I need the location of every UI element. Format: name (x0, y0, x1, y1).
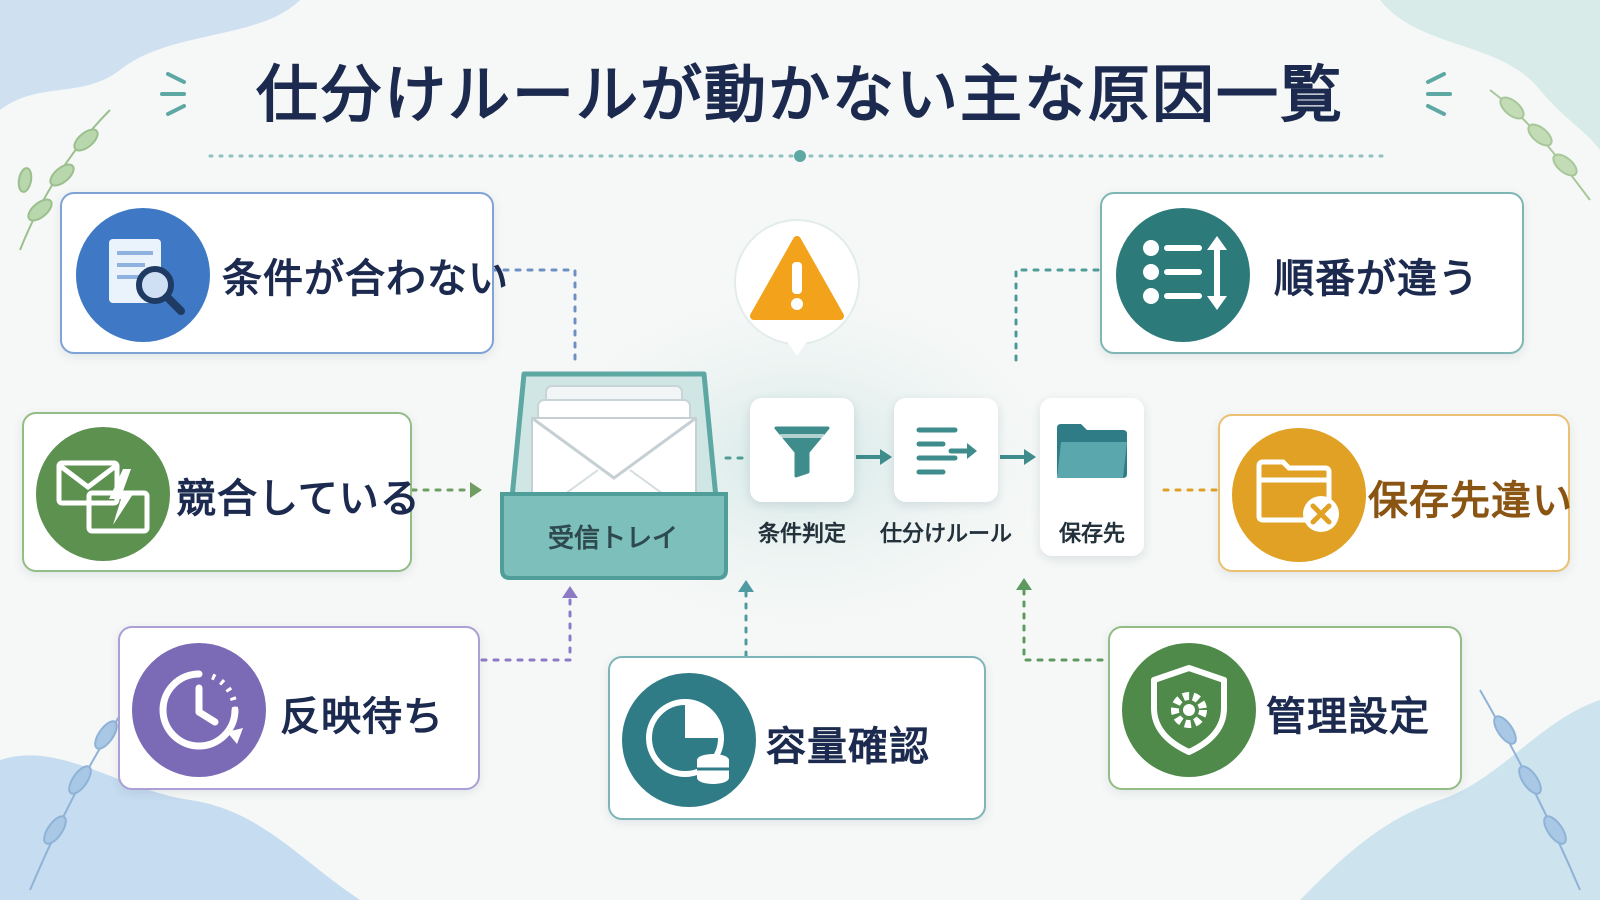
title-deco-right-icon (1426, 72, 1452, 116)
cause-label: 順番が違う (1274, 256, 1479, 302)
step-sort-rule-label: 仕分けルール (879, 522, 1012, 547)
cause-label: 管理設定 (1266, 694, 1430, 740)
cause-label: 容量確認 (766, 724, 930, 770)
cause-card-admin-settings: 管理設定 (1108, 626, 1462, 790)
cause-card-conflict: 競合している (22, 412, 420, 572)
ordered-list-icon (1116, 208, 1250, 342)
cause-card-conditions-mismatch: 条件が合わない (60, 192, 508, 354)
cause-label: 保存先違い (1368, 478, 1573, 524)
cause-card-wrong-destination: 保存先違い (1218, 414, 1573, 572)
cause-label: 条件が合わない (222, 256, 509, 302)
cause-card-pending: 反映待ち (118, 626, 480, 790)
step-sort-rule (894, 398, 998, 502)
step-condition-check (750, 398, 854, 502)
storage-chart-icon (622, 673, 756, 807)
document-search-icon (76, 208, 210, 342)
inbox-tray-label: 受信トレイ (547, 524, 678, 554)
leaf-decoration-left (17, 109, 111, 251)
funnel-icon (774, 426, 830, 478)
folder-icon (1057, 424, 1127, 478)
title-deco-left-icon (160, 72, 186, 116)
cause-card-wrong-order: 順番が違う (1100, 192, 1524, 354)
leaf-decoration-bottom-left (29, 699, 131, 891)
leaf-decoration-bottom-right (1479, 689, 1581, 891)
step-condition-check-label: 条件判定 (757, 522, 846, 547)
folder-error-icon (1232, 428, 1366, 562)
sort-rule-icon (916, 427, 977, 475)
inbox-tray-icon (500, 371, 728, 580)
step-destination-label: 保存先 (1058, 522, 1125, 547)
cause-label: 競合している (176, 476, 421, 522)
mail-conflict-icon (36, 427, 170, 561)
page-title: 仕分けルールが動かない主な原因一覧 (255, 58, 1344, 131)
warning-icon (734, 219, 860, 356)
cause-card-capacity: 容量確認 (608, 656, 986, 820)
leaf-decoration-right (1489, 89, 1591, 201)
admin-shield-icon (1122, 643, 1256, 777)
cause-label: 反映待ち (280, 694, 444, 740)
clock-icon (132, 643, 266, 777)
step-destination (1040, 398, 1144, 556)
